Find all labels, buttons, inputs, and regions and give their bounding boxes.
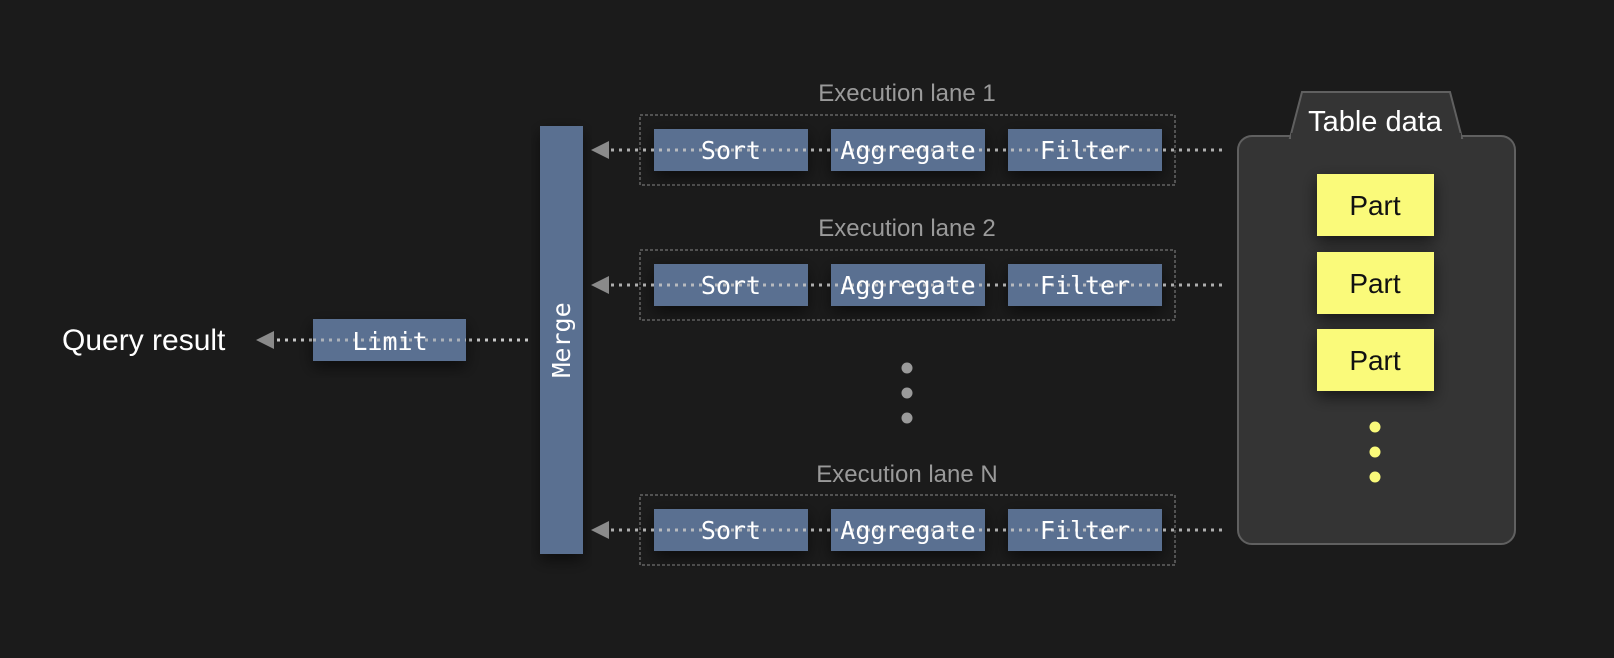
step-label: Sort [701, 136, 761, 165]
lanes-ellipsis [901, 362, 913, 424]
merge-node [540, 126, 583, 554]
part-label: Part [1349, 345, 1401, 376]
table-tab-joint [1291, 133, 1461, 139]
lane-title: Execution lane N [816, 461, 997, 488]
limit-label: Limit [352, 327, 427, 356]
merge-label: Merge [547, 302, 576, 377]
ellipsis-dot [1369, 446, 1381, 458]
step-label: Sort [701, 516, 761, 545]
step-label: Aggregate [840, 271, 975, 300]
lane-outline [639, 249, 1176, 321]
table-data-title: Table data [1308, 106, 1443, 138]
part-shadow [1317, 329, 1434, 391]
lane-outline [639, 494, 1176, 566]
ellipsis-dot [1369, 421, 1381, 433]
lane-title: Execution lane 1 [818, 80, 995, 107]
step-label: Aggregate [840, 516, 975, 545]
part-shadow [1317, 252, 1434, 314]
execution-lane: Execution lane 2 Sort Aggregate Filter [591, 215, 1224, 321]
step-label: Filter [1040, 516, 1130, 545]
lane-outline [639, 114, 1176, 186]
part-box [1317, 174, 1434, 236]
execution-lane: Execution lane 1 Sort Aggregate Filter [591, 80, 1224, 186]
part-node: Part [1317, 252, 1434, 314]
ellipsis-dot [901, 412, 913, 424]
part-label: Part [1349, 190, 1401, 221]
step-label: Aggregate [840, 136, 975, 165]
arrowhead-query-result [256, 331, 274, 349]
part-node: Part [1317, 174, 1434, 236]
ellipsis-dot [1369, 471, 1381, 483]
ellipsis-dot [901, 387, 913, 399]
part-label: Part [1349, 268, 1401, 299]
execution-lane: Execution lane N Sort Aggregate Filter [591, 461, 1224, 566]
lane-title: Execution lane 2 [818, 215, 995, 242]
part-node: Part [1317, 329, 1434, 391]
query-result-label: Query result [62, 324, 226, 357]
part-shadow [1317, 174, 1434, 236]
step-label: Sort [701, 271, 761, 300]
lane-arrowhead [591, 521, 609, 539]
part-box [1317, 252, 1434, 314]
step-label: Filter [1040, 136, 1130, 165]
lane-arrowhead [591, 141, 609, 159]
lane-arrowhead [591, 276, 609, 294]
ellipsis-dot [901, 362, 913, 374]
parts-ellipsis [1369, 421, 1381, 483]
merge-box [540, 126, 583, 554]
step-label: Filter [1040, 271, 1130, 300]
part-box [1317, 329, 1434, 391]
